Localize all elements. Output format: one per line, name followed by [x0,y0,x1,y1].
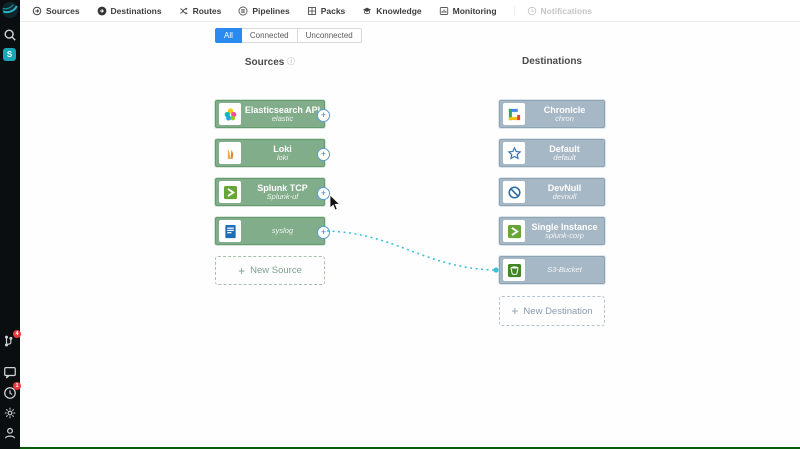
card-subtitle: Splunk-uf [266,191,299,201]
notification-badge: 1 [13,382,21,390]
nav-item-destinations[interactable]: Destinations [97,6,162,16]
filter-connected[interactable]: Connected [241,28,298,43]
card-subtitle: default [553,152,576,162]
left-rail: S 4 1 [0,0,21,449]
nav-item-label: Packs [320,5,346,16]
destinations-column-header: Destinations [521,56,582,67]
cribl-logo-icon[interactable] [1,1,19,19]
pipelines-nav-icon [238,6,248,16]
mouse-cursor [329,194,341,211]
card-subtitle: splunk-corp [545,230,584,240]
gear-icon[interactable] [3,406,17,420]
card-title: Default [549,143,580,154]
connect-plus-button[interactable]: + [317,226,330,239]
nav-item-routes[interactable]: Routes [179,5,222,16]
nav-item-label: Routes [192,5,222,16]
chat-icon[interactable] [3,365,17,379]
filter-all[interactable]: All [215,28,242,43]
card-title: Single Instance [531,221,598,232]
card-subtitle: loki [276,152,289,162]
nav-item-pipelines[interactable]: Pipelines [238,5,290,16]
plus-icon: + [511,304,519,318]
plus-icon: + [238,263,246,278]
connection-endpoint-dot [493,267,499,273]
card-subtitle: devnull [552,191,577,201]
chronicle-icon [503,103,525,125]
nav-item-label: Notifications [540,5,593,16]
card-title: Loki [273,143,292,154]
loki-icon [219,142,241,164]
help-icon[interactable]: 1 [3,382,21,400]
git-branch-icon[interactable]: 4 [3,330,21,348]
nav-item-packs[interactable]: Packs [307,5,346,16]
bottom-progress-line [20,447,800,449]
nav-item-label: Destinations [110,5,162,16]
connection-syslog-s3 [326,230,495,271]
star-icon [503,142,525,164]
s3-icon [503,259,525,281]
packs-nav-icon [307,6,317,16]
knowledge-nav-icon [362,6,372,16]
connect-plus-button[interactable]: + [317,109,330,122]
search-icon[interactable] [3,28,17,42]
notifications-nav-icon [527,6,537,16]
card-subtitle: S3-Bucket [547,265,582,274]
card-title: Splunk TCP [257,182,308,193]
nav-item-knowledge[interactable]: Knowledge [362,5,422,16]
card-title: Elasticsearch API [244,104,321,115]
destination-card-s3-bucket[interactable]: S3-Bucket [499,256,605,284]
nav-item-monitoring[interactable]: Monitoring [439,6,497,16]
user-icon[interactable] [3,426,17,440]
connect-plus-button[interactable]: + [317,187,330,200]
workspace-badge[interactable]: S [3,48,16,61]
filter-unconnected[interactable]: Unconnected [297,28,362,43]
nav-item-sources[interactable]: Sources [32,6,80,16]
syslog-icon [219,220,241,242]
card-title: Chronicle [543,104,586,115]
new-source-button[interactable]: + New Source [215,256,325,285]
sources-column-header: Sources ⓘ [244,57,296,68]
monitoring-nav-icon [439,6,449,16]
notification-badge: 4 [13,330,21,338]
source-card-syslog[interactable]: syslog + [215,217,330,245]
nav-item-label: Sources [46,5,80,16]
sources-nav-icon [32,6,42,16]
top-nav: Sources Destinations Routes Pipelines Packs K… [20,0,800,22]
nav-item-label: Pipelines [252,5,290,16]
nav-item-label: Monitoring [452,5,497,16]
card-subtitle: chron [555,113,574,123]
card-subtitle: syslog [271,226,294,235]
nav-item-label: Knowledge [376,5,422,16]
elasticsearch-icon [219,103,241,125]
card-subtitle: elastic [271,113,294,123]
new-destination-button[interactable]: + New Destination [499,296,605,326]
devnull-icon [503,181,525,203]
splunk-icon [503,220,525,242]
nav-item-notifications[interactable]: Notifications [513,5,593,16]
splunk-icon [219,181,241,203]
routes-nav-icon [179,6,189,16]
destinations-nav-icon [97,6,107,16]
connect-plus-button[interactable]: + [317,148,330,161]
card-title: DevNull [547,182,582,193]
info-icon[interactable]: ⓘ [287,57,296,66]
